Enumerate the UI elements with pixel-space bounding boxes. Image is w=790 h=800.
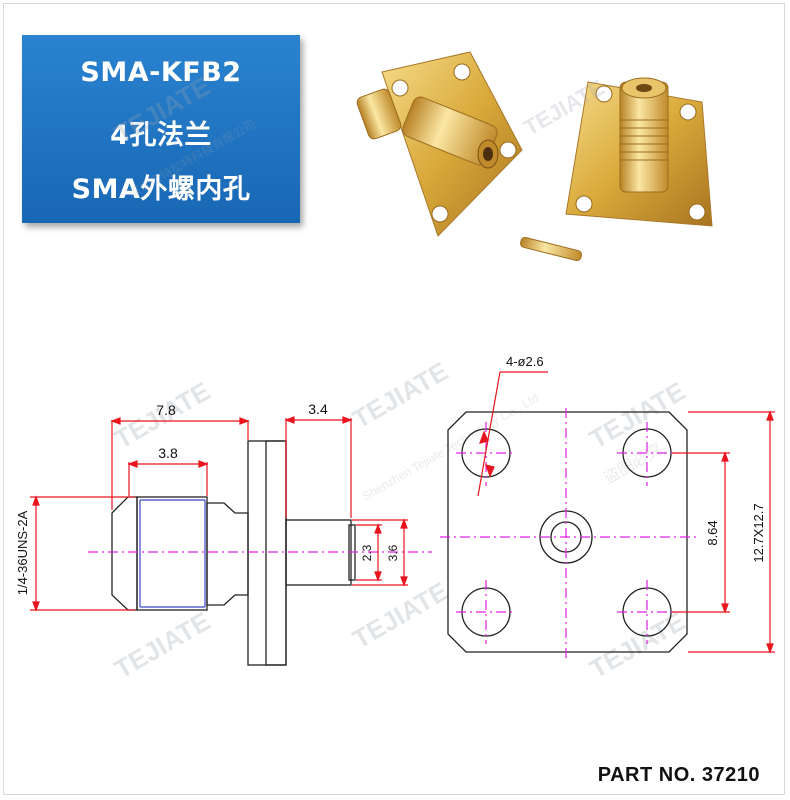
side-view: [111, 440, 356, 666]
side-view-labels: 7.8 3.8 3.4 1/4-36UNS-2A 2.3 3.6: [15, 401, 400, 595]
part-number: PART NO. 37210: [597, 764, 760, 786]
front-view-flange: [447, 411, 688, 653]
dim-label-holes: 4-ø2.6: [506, 354, 544, 369]
title-panel: SMA-KFB2 4孔法兰 SMA外螺内孔: [22, 35, 300, 223]
side-view-flange-step: [265, 440, 287, 666]
side-view-shoulder: [206, 502, 249, 606]
image-frame: [3, 3, 785, 795]
side-view-dimensions: [30, 416, 408, 612]
front-view: [447, 411, 688, 653]
dim-label-12-7: 12.7X12.7: [751, 503, 766, 562]
dim-label-3-4: 3.4: [308, 401, 328, 417]
flange-type: 4孔法兰: [110, 120, 212, 151]
front-view-dimensions: [477, 371, 775, 654]
dim-label-thread: 1/4-36UNS-2A: [15, 510, 30, 595]
connector-photo-right: [565, 77, 713, 227]
dim-label-8-64: 8.64: [705, 520, 720, 545]
dim-label-3-8: 3.8: [158, 445, 178, 461]
connector-type: SMA外螺内孔: [71, 174, 251, 205]
side-view-nose: [111, 496, 138, 611]
dim-label-7-8: 7.8: [156, 402, 176, 418]
dim-label-2-3: 2.3: [360, 544, 374, 561]
front-view-labels: 4-ø2.6 8.64 12.7X12.7: [506, 354, 766, 563]
side-view-flange: [247, 440, 287, 666]
side-view-thread: [136, 496, 208, 611]
thread-marks: [139, 499, 206, 608]
contact-pin-photo: [520, 236, 582, 262]
connector-photo-left: [356, 51, 523, 237]
model-name: SMA-KFB2: [80, 57, 242, 88]
dim-label-3-6: 3.6: [386, 544, 400, 561]
front-view-centerlines: [440, 408, 700, 660]
